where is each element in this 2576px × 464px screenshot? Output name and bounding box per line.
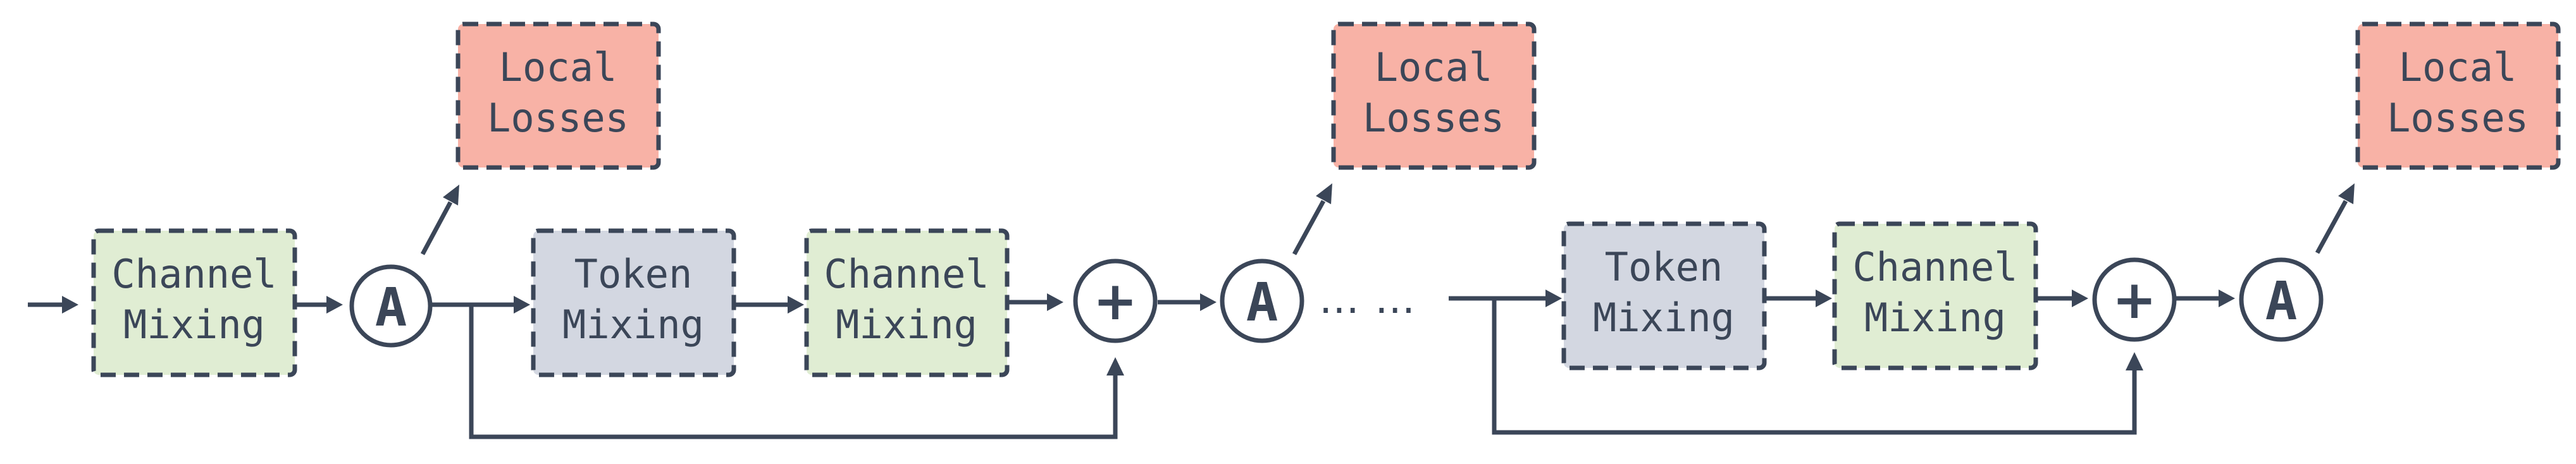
local-losses-label-line1: Local [1375, 44, 1493, 90]
aggregate-node-2: A [1220, 259, 1304, 343]
add-symbol: + [2112, 269, 2157, 331]
local-losses-label-line2: Losses [487, 95, 629, 141]
token-mixing-block-1: Token Mixing [531, 228, 736, 377]
add-node-1: + [1073, 259, 1158, 343]
local-losses-label-line1: Local [2399, 44, 2517, 90]
channel-mixing-label-line1: Channel [824, 251, 989, 297]
aggregate-node-3: A [2239, 257, 2324, 342]
local-losses-label-line2: Losses [2387, 95, 2529, 141]
local-losses-label-line2: Losses [1363, 95, 1504, 141]
aggregate-symbol: A [375, 276, 407, 338]
token-mixing-label-line2: Mixing [1593, 295, 1735, 341]
local-losses-block-3: Local Losses [2355, 21, 2561, 170]
channel-mixing-label-line1: Channel [1852, 244, 2017, 290]
aggregate-symbol: A [2265, 270, 2298, 332]
add-symbol: + [1093, 270, 1137, 332]
channel-mixing-block-1: Channel Mixing [91, 228, 297, 377]
token-mixing-label-line1: Token [1605, 244, 1723, 290]
channel-mixing-label-line2: Mixing [123, 302, 265, 348]
aggregate-symbol: A [1246, 271, 1279, 333]
token-mixing-label-line2: Mixing [562, 302, 704, 348]
ellipsis: … … [1319, 276, 1416, 323]
token-mixing-label-line1: Token [574, 251, 693, 297]
local-losses-block-2: Local Losses [1331, 21, 1537, 170]
channel-mixing-block-3: Channel Mixing [1832, 221, 2038, 370]
token-mixing-block-2: Token Mixing [1561, 221, 1767, 370]
channel-mixing-label-line1: Channel [111, 251, 276, 297]
add-node-2: + [2092, 257, 2177, 342]
channel-mixing-label-line2: Mixing [1864, 295, 2006, 341]
local-losses-label-line1: Local [499, 44, 617, 90]
channel-mixing-block-2: Channel Mixing [804, 228, 1010, 377]
aggregate-node-1: A [349, 264, 433, 348]
connectors [28, 183, 2355, 439]
channel-mixing-label-line2: Mixing [836, 302, 977, 348]
local-losses-block-1: Local Losses [455, 21, 661, 170]
